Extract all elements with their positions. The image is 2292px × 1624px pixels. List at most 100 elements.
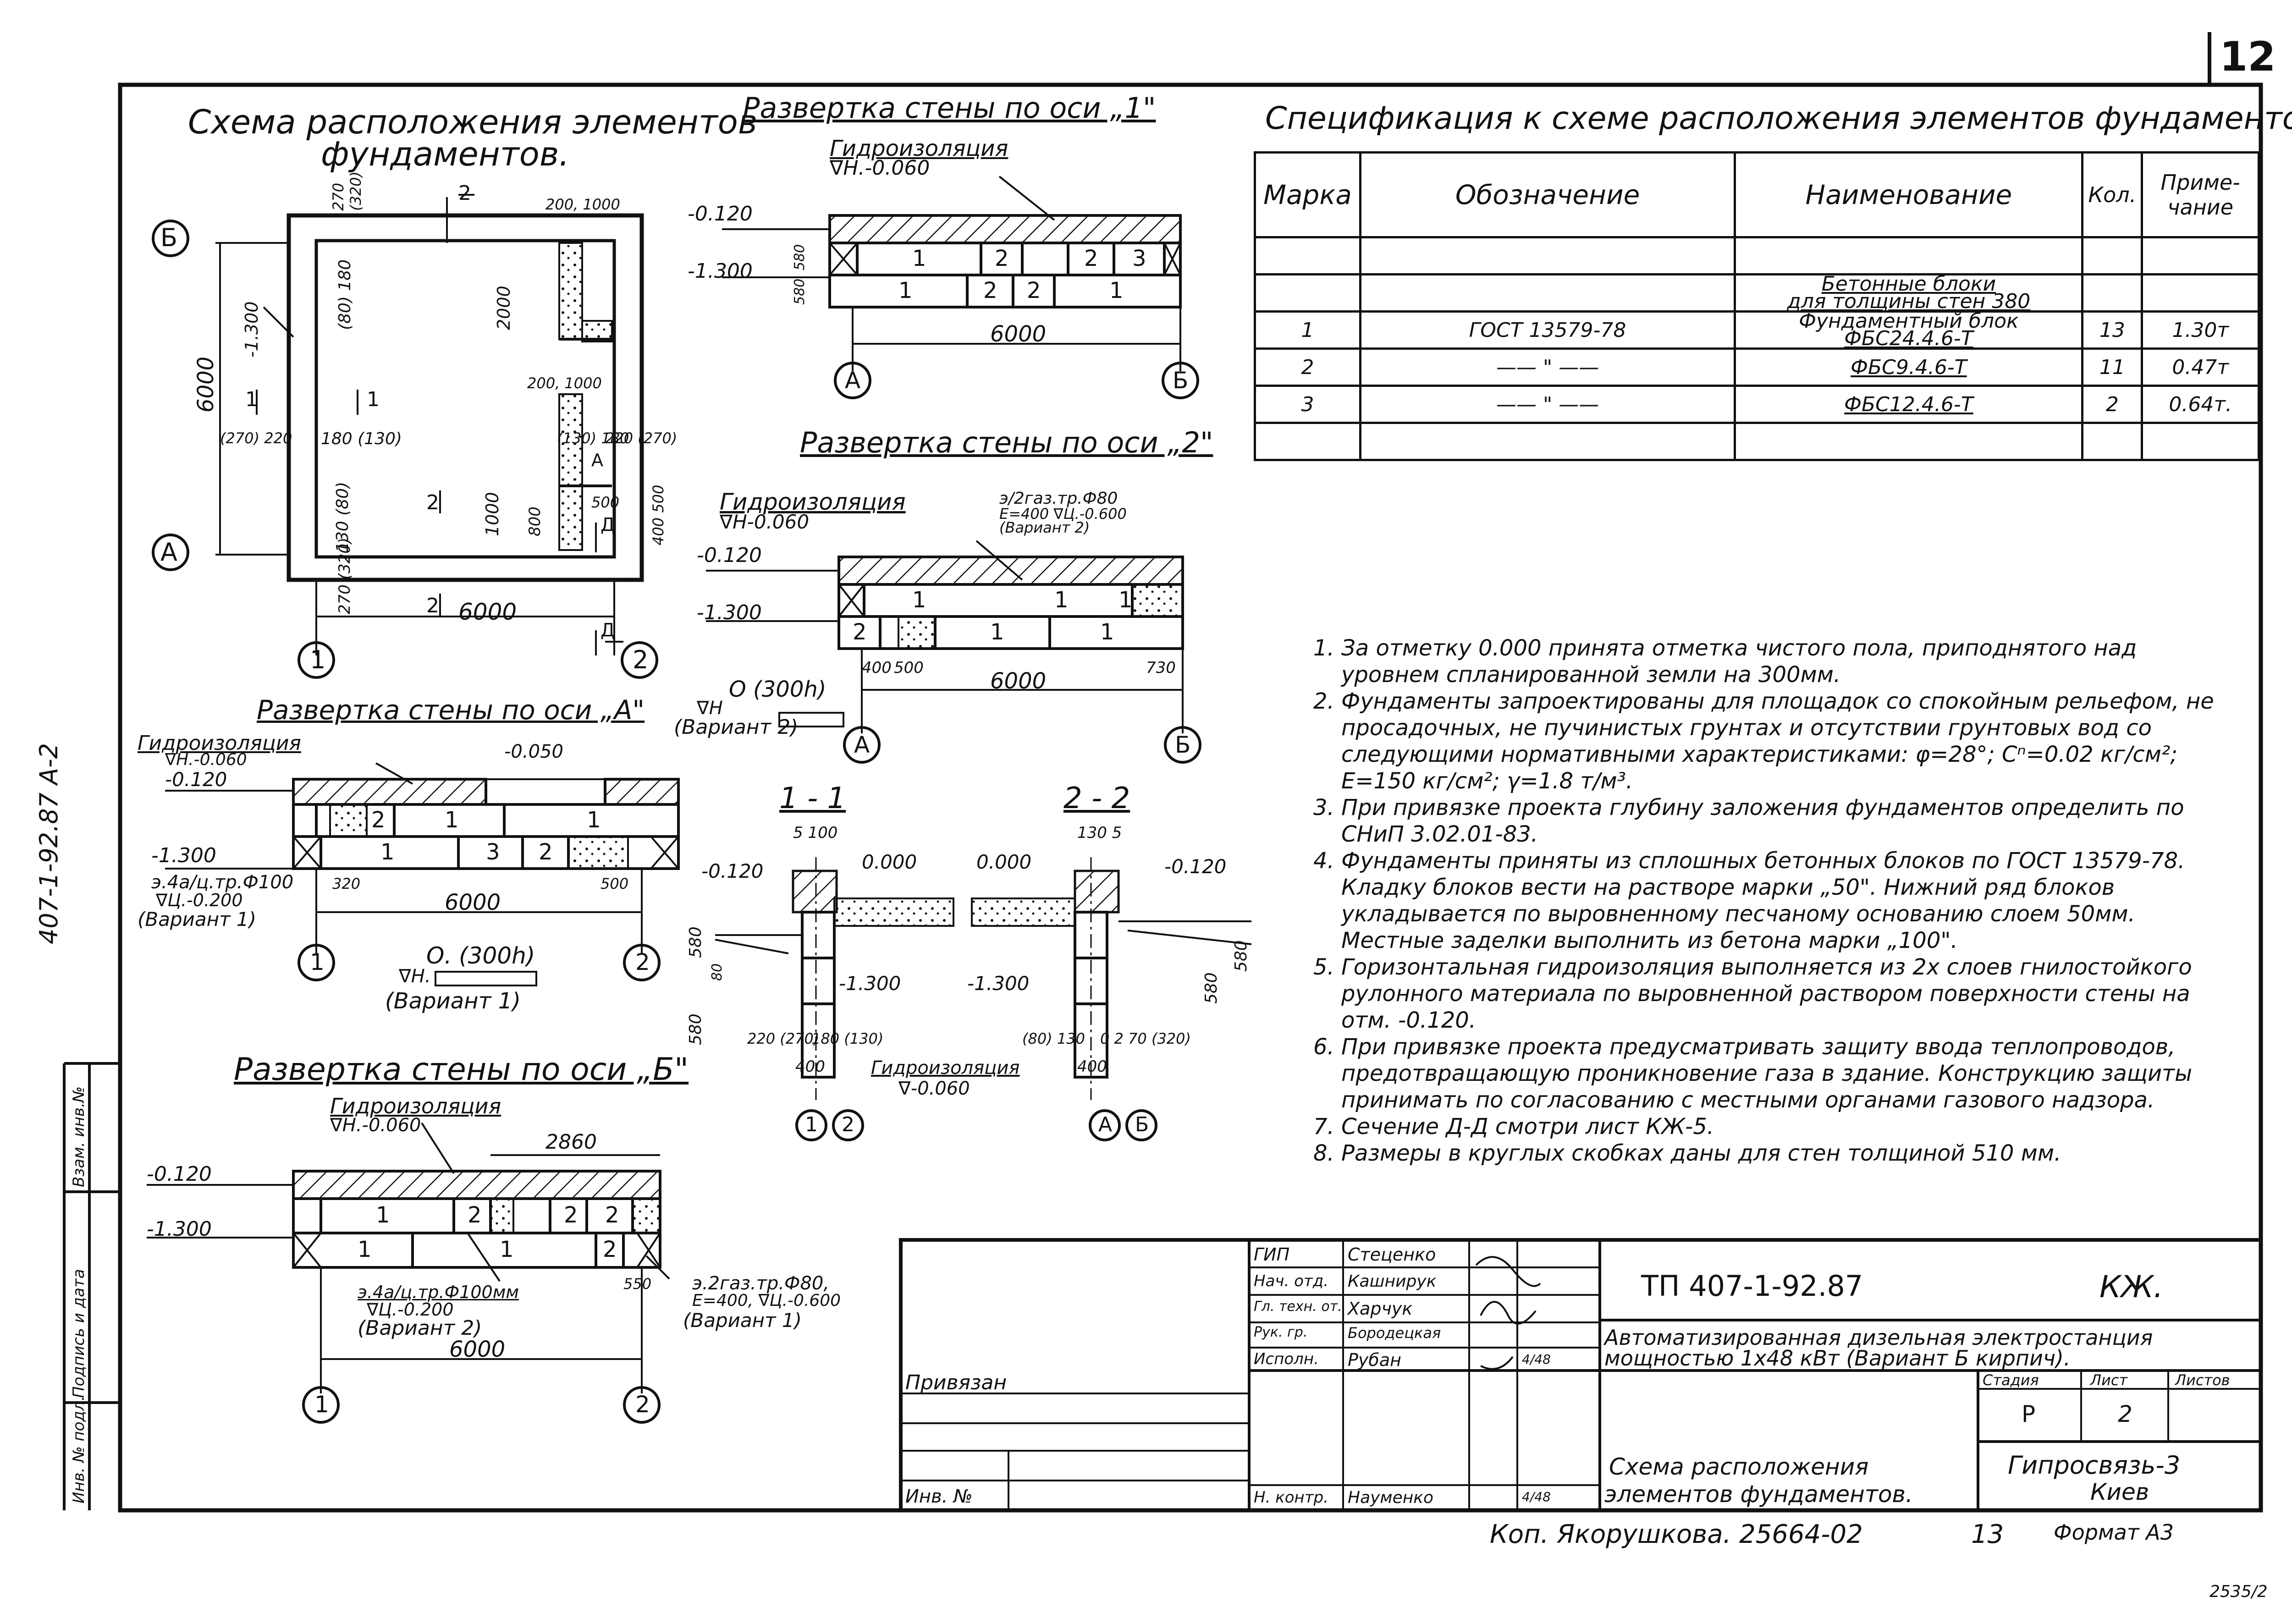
- devA-waterproof-level: ∇Н.-0.060: [165, 750, 247, 769]
- spec-title: Спецификация к схеме расположения элемен…: [1265, 100, 2292, 137]
- devB-dim: 2860: [545, 1130, 597, 1154]
- devA-block: 1: [380, 839, 395, 865]
- spec-row: 3 —— " —— ФБС12.4.6-Т 2 0.64т.: [1254, 385, 2260, 424]
- plan-dim: 270 (320): [336, 537, 354, 614]
- sec22-title: 2 - 2: [1063, 782, 1130, 815]
- dev2-gas-note: (Вариант 2): [999, 519, 1090, 536]
- devB-axis-right: 2: [635, 1391, 650, 1418]
- plan-section-mark: 1: [367, 388, 380, 411]
- spec-empty-row: [1254, 422, 2260, 461]
- spec-cell-qty: 11: [2081, 347, 2143, 387]
- side-code-label: 407-1-92.87 A-2: [34, 743, 63, 944]
- spec-cell-name: Фундаментный блок: [1799, 309, 2019, 333]
- tb-project: Автоматизированная дизельная электростан…: [1604, 1325, 2153, 1350]
- tb-date: 4/48: [1522, 1489, 1551, 1504]
- sec22-axis: А: [1098, 1113, 1113, 1136]
- devB-note-left: (Вариант 2): [358, 1316, 482, 1340]
- sec11-dim: 220 (270): [747, 1030, 820, 1047]
- note-item: При привязке проекта предусматривать защ…: [1341, 1034, 2232, 1113]
- spec-cell-note: 0.47т: [2141, 347, 2260, 387]
- dev1-waterproof: Гидроизоляция: [830, 136, 1008, 161]
- spec-empty-row: [1254, 236, 2260, 275]
- sec22-dim: 130 5: [1077, 824, 1122, 842]
- devA-block: 1: [445, 807, 459, 833]
- devB-axis-left: 1: [314, 1391, 329, 1418]
- dev2-dim: 400: [862, 659, 892, 677]
- tb-date: 4/48: [1522, 1352, 1551, 1367]
- dev2-opening-level: ∇Н: [697, 698, 723, 719]
- tb-stage-header: Стадия: [1983, 1371, 2039, 1389]
- plan-section-mark: 1: [245, 388, 258, 411]
- side-stamp-label: Подпись и дата: [70, 1269, 88, 1398]
- sec22-dim: 0 2 70 (320): [1100, 1030, 1191, 1047]
- dev1-block: 2: [995, 246, 1009, 271]
- tb-name: Харчук: [1348, 1299, 1413, 1319]
- plan-dim: 400 500: [650, 484, 667, 545]
- tb-sheet: 2: [2118, 1401, 2132, 1427]
- tb-name: Бородецкая: [1348, 1324, 1441, 1342]
- dev2-variant: (Вариант 2): [674, 716, 799, 739]
- devB-block: 2: [605, 1202, 619, 1228]
- note-item: Фундаменты запроектированы для площадок …: [1341, 688, 2232, 794]
- sec22-level-000: 0.000: [976, 851, 1032, 873]
- sec11-dim: 5 100: [793, 824, 838, 842]
- tb-stage: Р: [2022, 1401, 2036, 1427]
- devA-axis-left: 1: [310, 949, 325, 975]
- devB-waterproof: Гидроизоляция: [330, 1094, 501, 1118]
- sec22-dim: 400: [1077, 1057, 1107, 1076]
- dev2-axis-left: А: [854, 732, 870, 758]
- spec-group-line: для толщины стен 380: [1787, 290, 2031, 313]
- devB-length: 6000: [449, 1337, 506, 1362]
- tb-drawing-name: элементов фундаментов.: [1604, 1481, 1913, 1508]
- devA-variant: (Вариант 1): [385, 988, 521, 1014]
- tb-name: Рубан: [1348, 1350, 1401, 1370]
- dev1-h: 580: [792, 278, 808, 305]
- dev2-title: Развертка стены по оси „2": [800, 426, 1213, 459]
- dev2-level-bottom: -1.300: [697, 601, 762, 624]
- tb-name: Кашнирук: [1348, 1272, 1437, 1291]
- sec11-title: 1 - 1: [779, 782, 846, 815]
- axis-label-2: 2: [633, 645, 649, 674]
- tb-sheets-header: Листов: [2175, 1371, 2230, 1389]
- sec11-h: 80: [709, 963, 725, 981]
- note-item: Горизонтальная гидроизоляция выполняется…: [1341, 954, 2232, 1034]
- dev1-block: 3: [1132, 246, 1146, 271]
- dev2-gas-note: э/2газ.тр.Ф80: [999, 489, 1118, 508]
- plan-dim: (320): [347, 171, 364, 211]
- spec-row: 2 —— " —— ФБС9.4.6-Т 11 0.47т: [1254, 347, 2260, 387]
- plan-section-mark: 2: [426, 594, 439, 617]
- devB-dim: 550: [623, 1275, 652, 1293]
- plan-dim: 180 (130): [321, 429, 402, 448]
- sec11-h: 580: [686, 926, 705, 958]
- dev2-length: 6000: [990, 668, 1047, 694]
- sec11-level-000: 0.000: [862, 851, 917, 873]
- sec22-level-120: -0.120: [1164, 855, 1227, 878]
- sec22-axis: Б: [1135, 1113, 1149, 1136]
- plan-dim: 800: [526, 506, 544, 536]
- dev2-block: 1: [912, 587, 926, 613]
- devB-note-right: Е=400, ∇Ц.-0.600: [692, 1291, 841, 1310]
- dev2-level-top: -0.120: [697, 544, 762, 567]
- dev2-block: 2: [853, 619, 867, 645]
- dev1-block: 2: [1027, 278, 1041, 303]
- dev2-waterproof-level: ∇Н-0.060: [720, 511, 810, 533]
- devA-title: Развертка стены по оси „А": [257, 694, 645, 726]
- spec-cell-designation: ГОСТ 13579-78: [1359, 310, 1736, 350]
- dev2-waterproof: Гидроизоляция: [720, 489, 906, 515]
- dev1-level-top: -0.120: [688, 202, 753, 226]
- dev1-block: 2: [983, 278, 997, 303]
- devB-block: 1: [500, 1237, 514, 1262]
- devB-block: 2: [468, 1202, 482, 1228]
- dev1-title: Развертка стены по оси „1": [743, 91, 1156, 125]
- plan-dim: 500: [591, 494, 620, 511]
- devB-title: Развертка стены по оси „Б": [234, 1051, 689, 1088]
- tb-role: Гл. техн. от.: [1254, 1299, 1342, 1315]
- tb-role: Рук. гр.: [1254, 1324, 1308, 1340]
- devA-waterproof: Гидроизоляция: [138, 732, 301, 755]
- devB-block: 2: [603, 1237, 617, 1262]
- general-notes: За отметку 0.000 принята отметка чистого…: [1311, 635, 2232, 1167]
- spec-cell-name: ФБС12.4.6-Т: [1734, 385, 2084, 424]
- spec-header-row: Марка Обозначение Наименование Кол. Прим…: [1254, 151, 2260, 238]
- tb-drawing-name: Схема расположения: [1609, 1453, 1869, 1480]
